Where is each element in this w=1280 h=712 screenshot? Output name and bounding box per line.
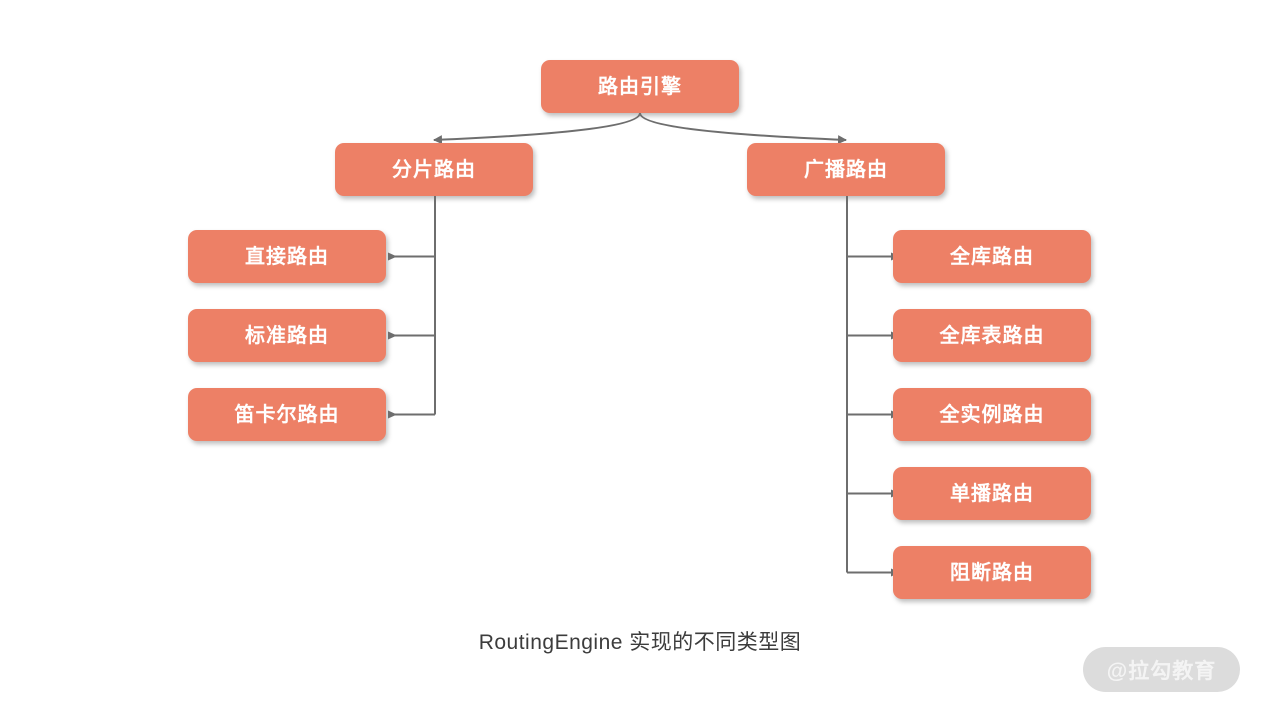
node-label: 全库表路由 [939,324,1045,347]
diagram-caption: RoutingEngine 实现的不同类型图 [478,631,802,654]
node-label: 单播路由 [950,482,1034,505]
node-label: 阻断路由 [950,561,1034,584]
node-child-shard-2[interactable]: 笛卡尔路由 [188,388,386,441]
watermark-text: @拉勾教育 [1106,659,1217,683]
watermark-badge: @拉勾教育 [1083,647,1240,692]
node-child-broadcast-4[interactable]: 阻断路由 [893,546,1091,599]
node-label: 分片路由 [392,158,476,181]
node-label: 标准路由 [245,324,329,347]
node-child-broadcast-3[interactable]: 单播路由 [893,467,1091,520]
node-label: 直接路由 [245,245,329,268]
node-branch-broadcast[interactable]: 广播路由 [747,143,945,196]
node-child-broadcast-0[interactable]: 全库路由 [893,230,1091,283]
node-branch-shard[interactable]: 分片路由 [335,143,533,196]
node-label: 全实例路由 [939,403,1045,426]
edge-root-to-shard [433,112,641,145]
node-label: 全库路由 [950,245,1034,268]
node-child-broadcast-2[interactable]: 全实例路由 [893,388,1091,441]
node-child-broadcast-1[interactable]: 全库表路由 [893,309,1091,362]
node-label: 广播路由 [804,158,888,181]
node-label: 路由引擎 [598,75,682,98]
node-child-shard-0[interactable]: 直接路由 [188,230,386,283]
node-root[interactable]: 路由引擎 [541,60,739,113]
node-label: 笛卡尔路由 [234,403,340,426]
edge-root-to-broadcast [639,112,847,145]
node-child-shard-1[interactable]: 标准路由 [188,309,386,362]
